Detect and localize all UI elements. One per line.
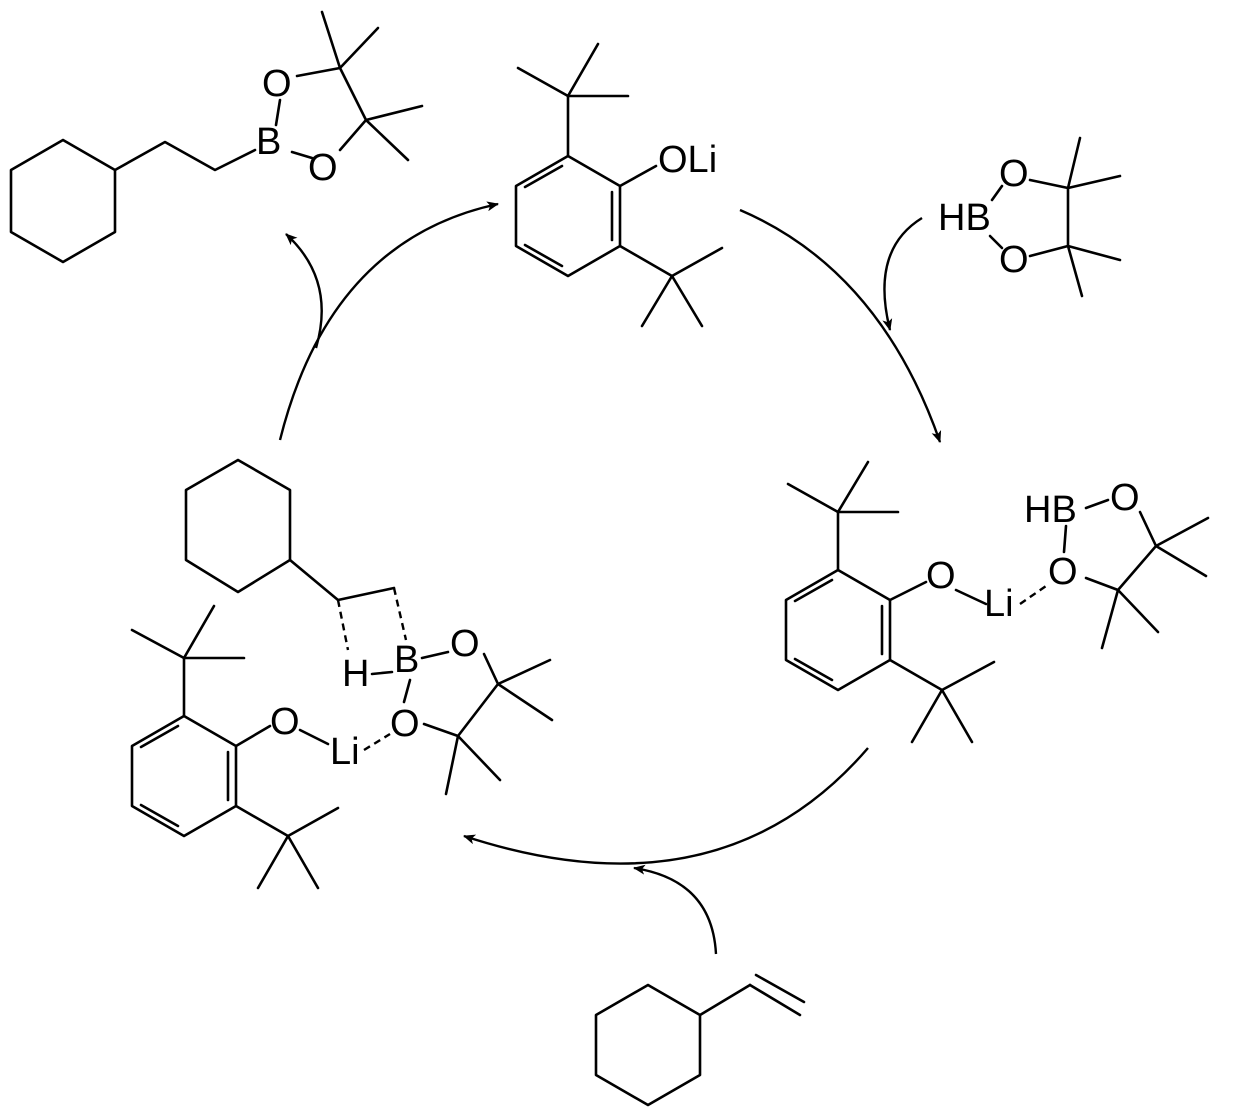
substrate-vinylcyclohexane <box>594 973 806 1107</box>
product-oxygen-label-1: O <box>262 63 292 105</box>
catalyst-tbu-bottom <box>618 244 724 328</box>
ts-tbu-bottom <box>234 804 340 890</box>
adduct-hb-label: HB <box>1024 489 1077 531</box>
ts-alkyl-bond-1 <box>288 558 340 602</box>
adduct-tbu-bottom <box>888 658 996 744</box>
catalyst-tbu-top <box>516 42 630 158</box>
adduct-oxygen-label-3: O <box>1048 551 1078 593</box>
ts-li-o-dashed-bond <box>363 732 391 752</box>
product-alkylboronate: B O O <box>9 10 424 264</box>
product-cyclohexane-ring <box>9 138 117 264</box>
arrow-alkene-entry <box>633 864 718 955</box>
ts-oxygen-label-1: O <box>450 623 480 665</box>
arrow-hbpin-entry <box>882 216 923 331</box>
hbpin-hb-label: HB <box>938 197 991 239</box>
substrate-cyclohexane-ring <box>594 983 702 1107</box>
product-ethyl-linker <box>113 140 257 172</box>
ts-hb-bond <box>370 670 394 676</box>
ts-boron-label: B <box>394 639 419 681</box>
product-oxygen-label-2: O <box>308 147 338 189</box>
ts-bo-bond-2 <box>402 678 412 704</box>
ts-oxygen-label-2: O <box>390 703 420 745</box>
catalyst-benzene-ring <box>514 154 622 278</box>
product-pinacol-ring <box>274 10 424 162</box>
substrate-vinyl-single-bond <box>698 983 752 1017</box>
ts-hydrogen-label: H <box>342 653 369 695</box>
substrate-vinyl-double-bond-a <box>748 983 802 1017</box>
adduct-pinacol-ring <box>1062 498 1210 650</box>
adduct-benzene-ring <box>784 568 892 692</box>
catalyst-oli-label: OLi <box>658 139 717 181</box>
hbpin-oxygen-label-2: O <box>999 239 1029 281</box>
ts-lithium-label: Li <box>330 731 360 773</box>
ts-aryl-o-bond <box>234 724 272 748</box>
ts-benzene-ring <box>130 714 238 838</box>
ts-alkyl-bond-2 <box>336 586 396 602</box>
ts-pinacol-ring <box>422 652 554 796</box>
ts-o-li-bond <box>298 728 330 746</box>
arrow-catalyst-to-adduct <box>739 208 942 443</box>
adduct-oxygen-label: O <box>926 555 956 597</box>
ts-dashed-cb-bond <box>392 587 408 641</box>
ts-bo-bond-1 <box>420 650 450 660</box>
adduct-oxygen-label-2: O <box>1110 477 1140 519</box>
reagent-pinacolborane: HB O O <box>938 136 1122 298</box>
arrow-transition-state-to-catalyst <box>278 201 499 441</box>
product-boron-label: B <box>256 121 281 163</box>
hbpin-pinacol-ring <box>988 136 1122 298</box>
ts-dashed-ch-bond <box>336 599 350 651</box>
adduct-lithium-label: Li <box>984 583 1014 625</box>
arrow-product-release <box>285 233 323 349</box>
intermediate-phenoxide-borane-adduct: O Li HB O O <box>784 460 1210 744</box>
substrate-vinyl-double-bond-b <box>754 973 806 1004</box>
ts-tbu-top <box>130 604 246 718</box>
intermediate-transition-state: H B O O Li O <box>130 458 554 890</box>
ts-phenoxide-oxygen-label: O <box>270 701 300 743</box>
cycle-arrows <box>278 201 942 955</box>
arrow-adduct-to-transition-state <box>463 747 869 865</box>
adduct-tbu-top <box>786 460 900 572</box>
catalyst-lithium-phenoxide: OLi <box>514 42 724 328</box>
ts-cyclohexane-ring <box>184 458 292 594</box>
hbpin-oxygen-label-1: O <box>999 153 1029 195</box>
